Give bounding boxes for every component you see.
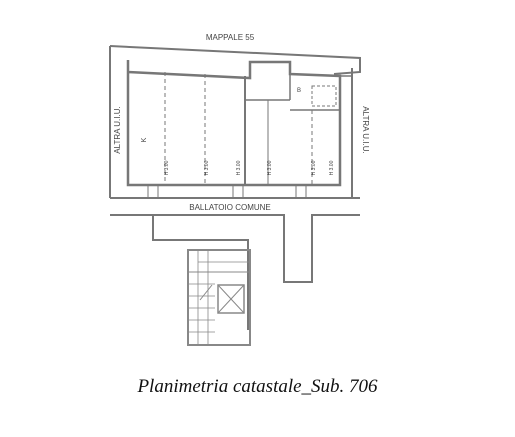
label-right-unit: ALTRA U.I.U. [361,106,370,153]
corridor [110,197,360,330]
stairwell [187,249,251,346]
label-corridor: BALLATOIO COMUNE [189,203,271,212]
height-label: H 3.00 [311,160,317,175]
height-label: H 3.00 [236,160,242,175]
walls [109,45,361,198]
label-left-unit: ALTRA U.I.U. [113,106,122,153]
height-label: H 3.00 [164,160,170,175]
height-labels: H 3.00 H 3.00 H 3.00 H 3.00 H 3.00 H 3.0… [164,160,335,175]
caption: Planimetria catastale_Sub. 706 [137,376,378,397]
label-mappale: MAPPALE 55 [206,33,255,42]
height-label: H 3.00 [329,160,335,175]
height-label: H 3.00 [204,160,210,175]
label-room-b: B [297,88,301,94]
label-room-k: K [141,137,148,142]
height-label: H 3.00 [267,160,273,175]
